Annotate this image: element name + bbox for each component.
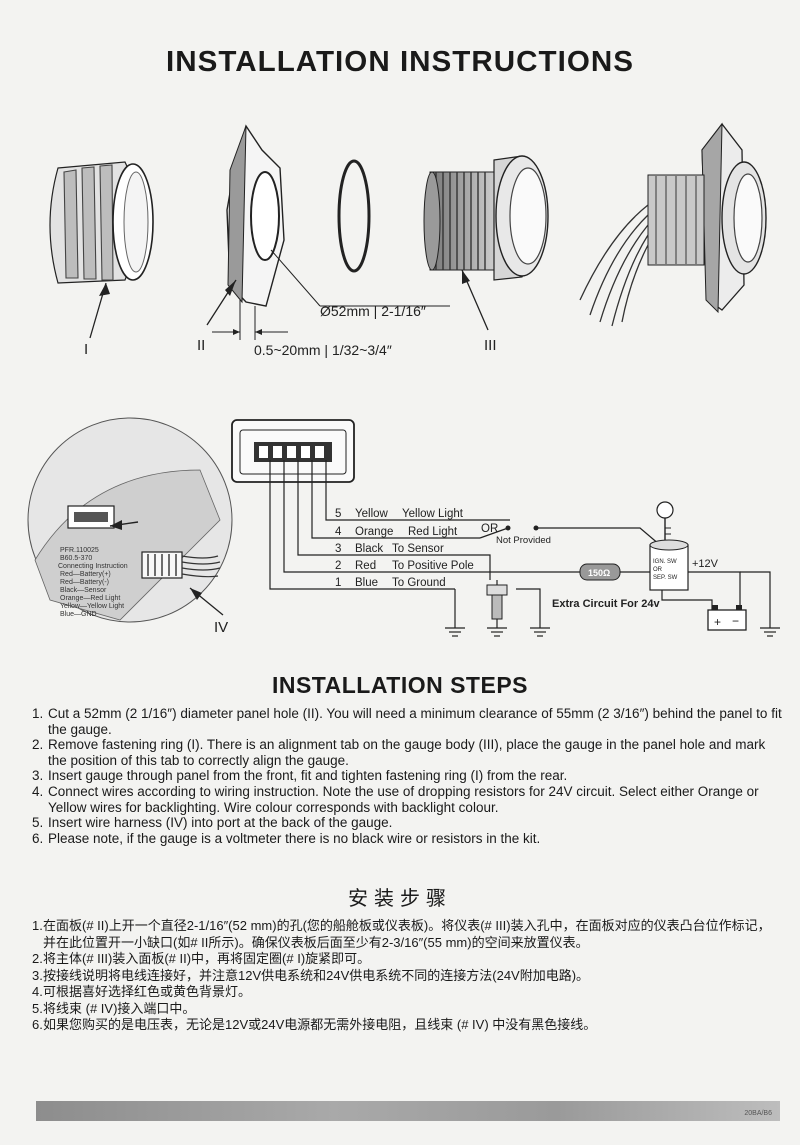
or-label: OR	[481, 523, 498, 535]
battery-plus: +	[714, 615, 721, 629]
switch-text-1: IGN. SW	[653, 559, 677, 565]
inset-line-8: Yellow—Yellow Light	[60, 603, 124, 610]
chinese-steps-list: 1.在面板(# II)上开一个直径2-1/16″(52 mm)的孔(您的船舱板或…	[32, 918, 780, 1034]
step-item: 6.Please note, if the gauge is a voltmet…	[32, 830, 541, 846]
wire-4-color: Orange	[355, 526, 393, 538]
installation-diagram: I II Ø52mm | 2-1/16″ 0.5~20mm | 1/32~3/4…	[27, 122, 780, 637]
wire-2-desc: To Positive Pole	[392, 560, 474, 572]
part-label-iii: III	[484, 337, 497, 354]
cn-step-item: 5.将线束 (# IV)接入端口中。	[32, 1000, 196, 1016]
switch-text-2: OR	[653, 567, 663, 573]
inset-line-6: Black—Sensor	[60, 587, 107, 594]
o-ring	[337, 159, 371, 273]
page-title: INSTALLATION INSTRUCTIONS	[165, 46, 635, 78]
gauge-body-part	[423, 155, 549, 281]
battery-minus: −	[732, 614, 739, 628]
connector	[231, 419, 355, 483]
cn-step-item: 3.按接线说明将电线连接好，并注意12V供电系统和24V供电系统不同的连接方法(…	[32, 967, 590, 983]
fastening-ring-part	[49, 161, 154, 284]
wire-3-desc: To Sensor	[392, 543, 444, 555]
wire-3-color: Black	[355, 543, 383, 555]
cn-step-item: 6.如果您购买的是电压表，无论是12V或24V电源都无需外接电阻，且线束 (# …	[32, 1017, 597, 1032]
step-item: 4.Connect wires according to wiring inst…	[32, 783, 759, 815]
cn-step-item: 4.可根据喜好选择红色或黄色背景灯。	[32, 984, 252, 999]
ground-symbols	[445, 627, 780, 637]
wire-1-color: Blue	[355, 577, 378, 589]
battery: + −	[707, 605, 747, 631]
resistor-value: 150Ω	[588, 568, 610, 578]
footer-bar	[36, 1101, 780, 1121]
cn-step-item: 2.将主体(# III)装入面板(# II)中，再将固定圈(# I)旋紧即可。	[32, 951, 371, 966]
extra-circuit-label: Extra Circuit For 24v	[552, 598, 660, 610]
step-item: 1.Cut a 52mm (2 1/16″) diameter panel ho…	[32, 706, 782, 737]
chinese-steps-heading: 安装步骤	[348, 888, 452, 910]
inset-line-2: B60.5-370	[60, 555, 92, 562]
harness-inset: PFR.110025 B60.5-370 Connecting Instruct…	[27, 417, 233, 623]
panel-thickness-label: 0.5~20mm | 1/32~3/4″	[254, 342, 392, 358]
wire-4-num: 4	[335, 526, 342, 538]
voltage-label: +12V	[692, 558, 719, 570]
step-item: 2.Remove fastening ring (I). There is an…	[32, 737, 766, 768]
not-provided-label: Not Provided	[496, 535, 551, 546]
inset-line-7: Orange—Red Light	[60, 595, 120, 602]
english-steps-list: 1.Cut a 52mm (2 1/16″) diameter panel ho…	[32, 706, 787, 846]
hole-dimension-label: Ø52mm | 2-1/16″	[320, 303, 426, 319]
inset-line-4: Red—Battery(+)	[60, 571, 111, 578]
inset-line-9: Blue—GND	[60, 611, 97, 618]
sensor	[486, 584, 508, 620]
resistor: 150Ω	[579, 563, 621, 581]
inset-line-1: PFR.110025	[60, 547, 99, 554]
cn-step-item: 1.在面板(# II)上开一个直径2-1/16″(52 mm)的孔(您的船舱板或…	[32, 918, 771, 950]
wire-labels: 5 Yellow Yellow Light 4 Orange Red Light…	[335, 508, 719, 610]
part-label-i: I	[84, 341, 88, 358]
wire-3-num: 3	[335, 543, 341, 555]
wire-5-num: 5	[335, 508, 341, 520]
wire-1-num: 1	[335, 577, 341, 589]
assembled-gauge	[579, 122, 767, 327]
wire-4-desc: Red Light	[408, 526, 458, 538]
part-label-iv: IV	[214, 619, 228, 636]
part-label-ii: II	[197, 337, 205, 354]
inset-line-5: Red—Battery(-)	[60, 579, 109, 586]
step-item: 5.Insert wire harness (IV) into port at …	[32, 815, 393, 831]
footer-code: 20BA/B6	[744, 1110, 772, 1117]
steps-heading: INSTALLATION STEPS	[271, 672, 529, 698]
step-item: 3.Insert gauge through panel from the fr…	[32, 768, 568, 784]
wire-5-desc: Yellow Light	[402, 508, 464, 520]
inset-line-3: Connecting Instruction	[58, 563, 128, 570]
wire-2-color: Red	[355, 560, 376, 572]
wire-1-desc: To Ground	[392, 577, 446, 589]
ignition-switch: IGN. SW OR SEP. SW	[649, 501, 689, 591]
panel-part	[226, 124, 285, 307]
wire-2-num: 2	[335, 560, 341, 572]
wire-5-color: Yellow	[355, 508, 389, 520]
switch-text-3: SEP. SW	[653, 575, 678, 581]
